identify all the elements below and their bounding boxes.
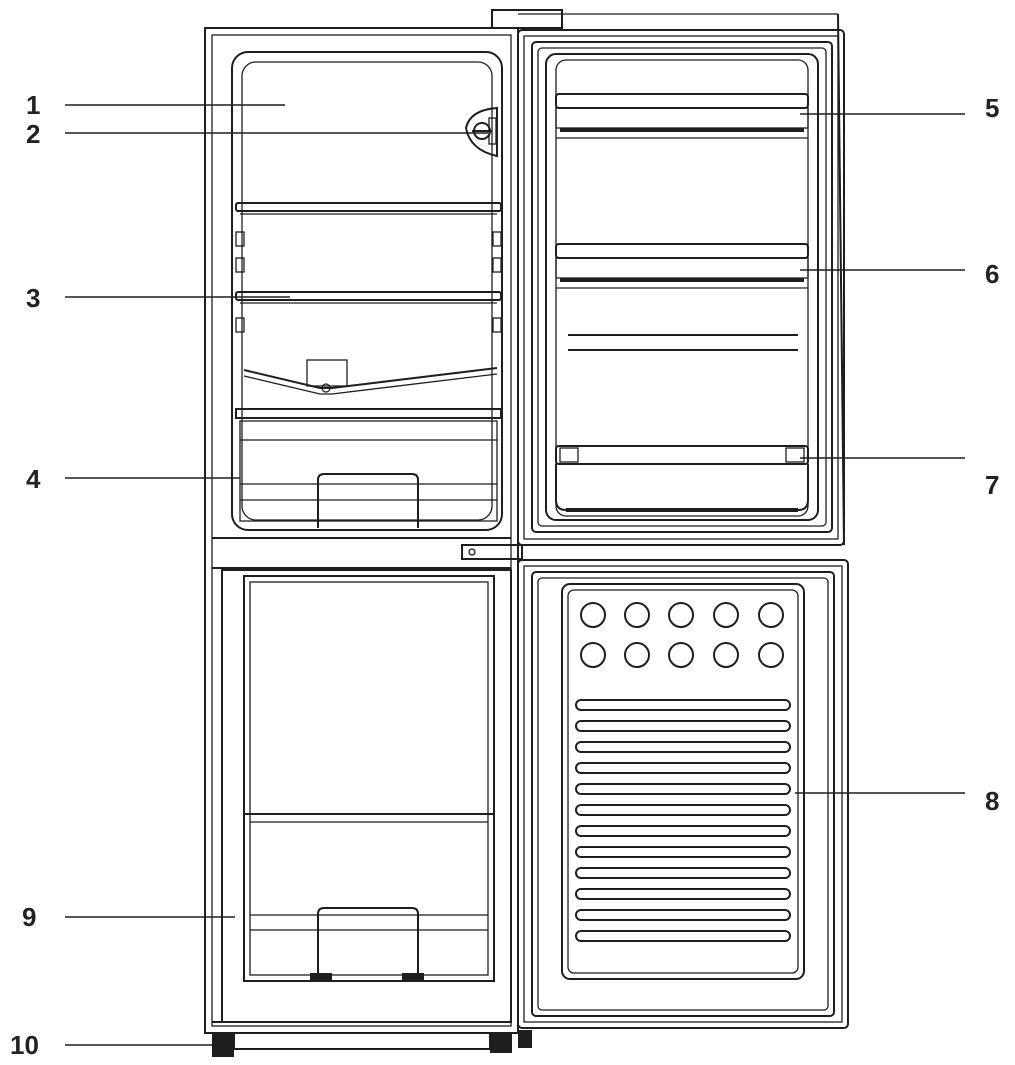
- callout-leaders: [65, 104, 965, 1046]
- callout-9: 9: [22, 902, 36, 932]
- callout-6: 6: [985, 259, 999, 289]
- adjustable-feet: [212, 1030, 532, 1057]
- crisper-cover: [243, 359, 498, 395]
- callout-8: 8: [985, 786, 999, 816]
- callout-5: 5: [985, 93, 999, 123]
- thermostat-light: [464, 106, 498, 158]
- glass-shelf-upper: [235, 202, 502, 273]
- crisper-drawer: [235, 408, 502, 528]
- callout-2: 2: [26, 119, 40, 149]
- middle-door-balcony: [555, 243, 809, 351]
- freezer-compartment: [221, 569, 512, 1023]
- callout-7: 7: [985, 470, 999, 500]
- callout-labels: 1 2 3 4 5 6 7 8 9 10: [10, 90, 999, 1060]
- callout-10: 10: [10, 1030, 39, 1060]
- freezer-drawer: [250, 907, 488, 981]
- bottom-door-balcony: [555, 445, 809, 512]
- callout-4: 4: [26, 464, 41, 494]
- freezer-door: [517, 559, 849, 1029]
- upper-door-balcony: [555, 93, 809, 139]
- callout-3: 3: [26, 283, 40, 313]
- callout-1: 1: [26, 90, 40, 120]
- freezer-door-panel: [575, 602, 791, 942]
- glass-shelf: [235, 291, 502, 333]
